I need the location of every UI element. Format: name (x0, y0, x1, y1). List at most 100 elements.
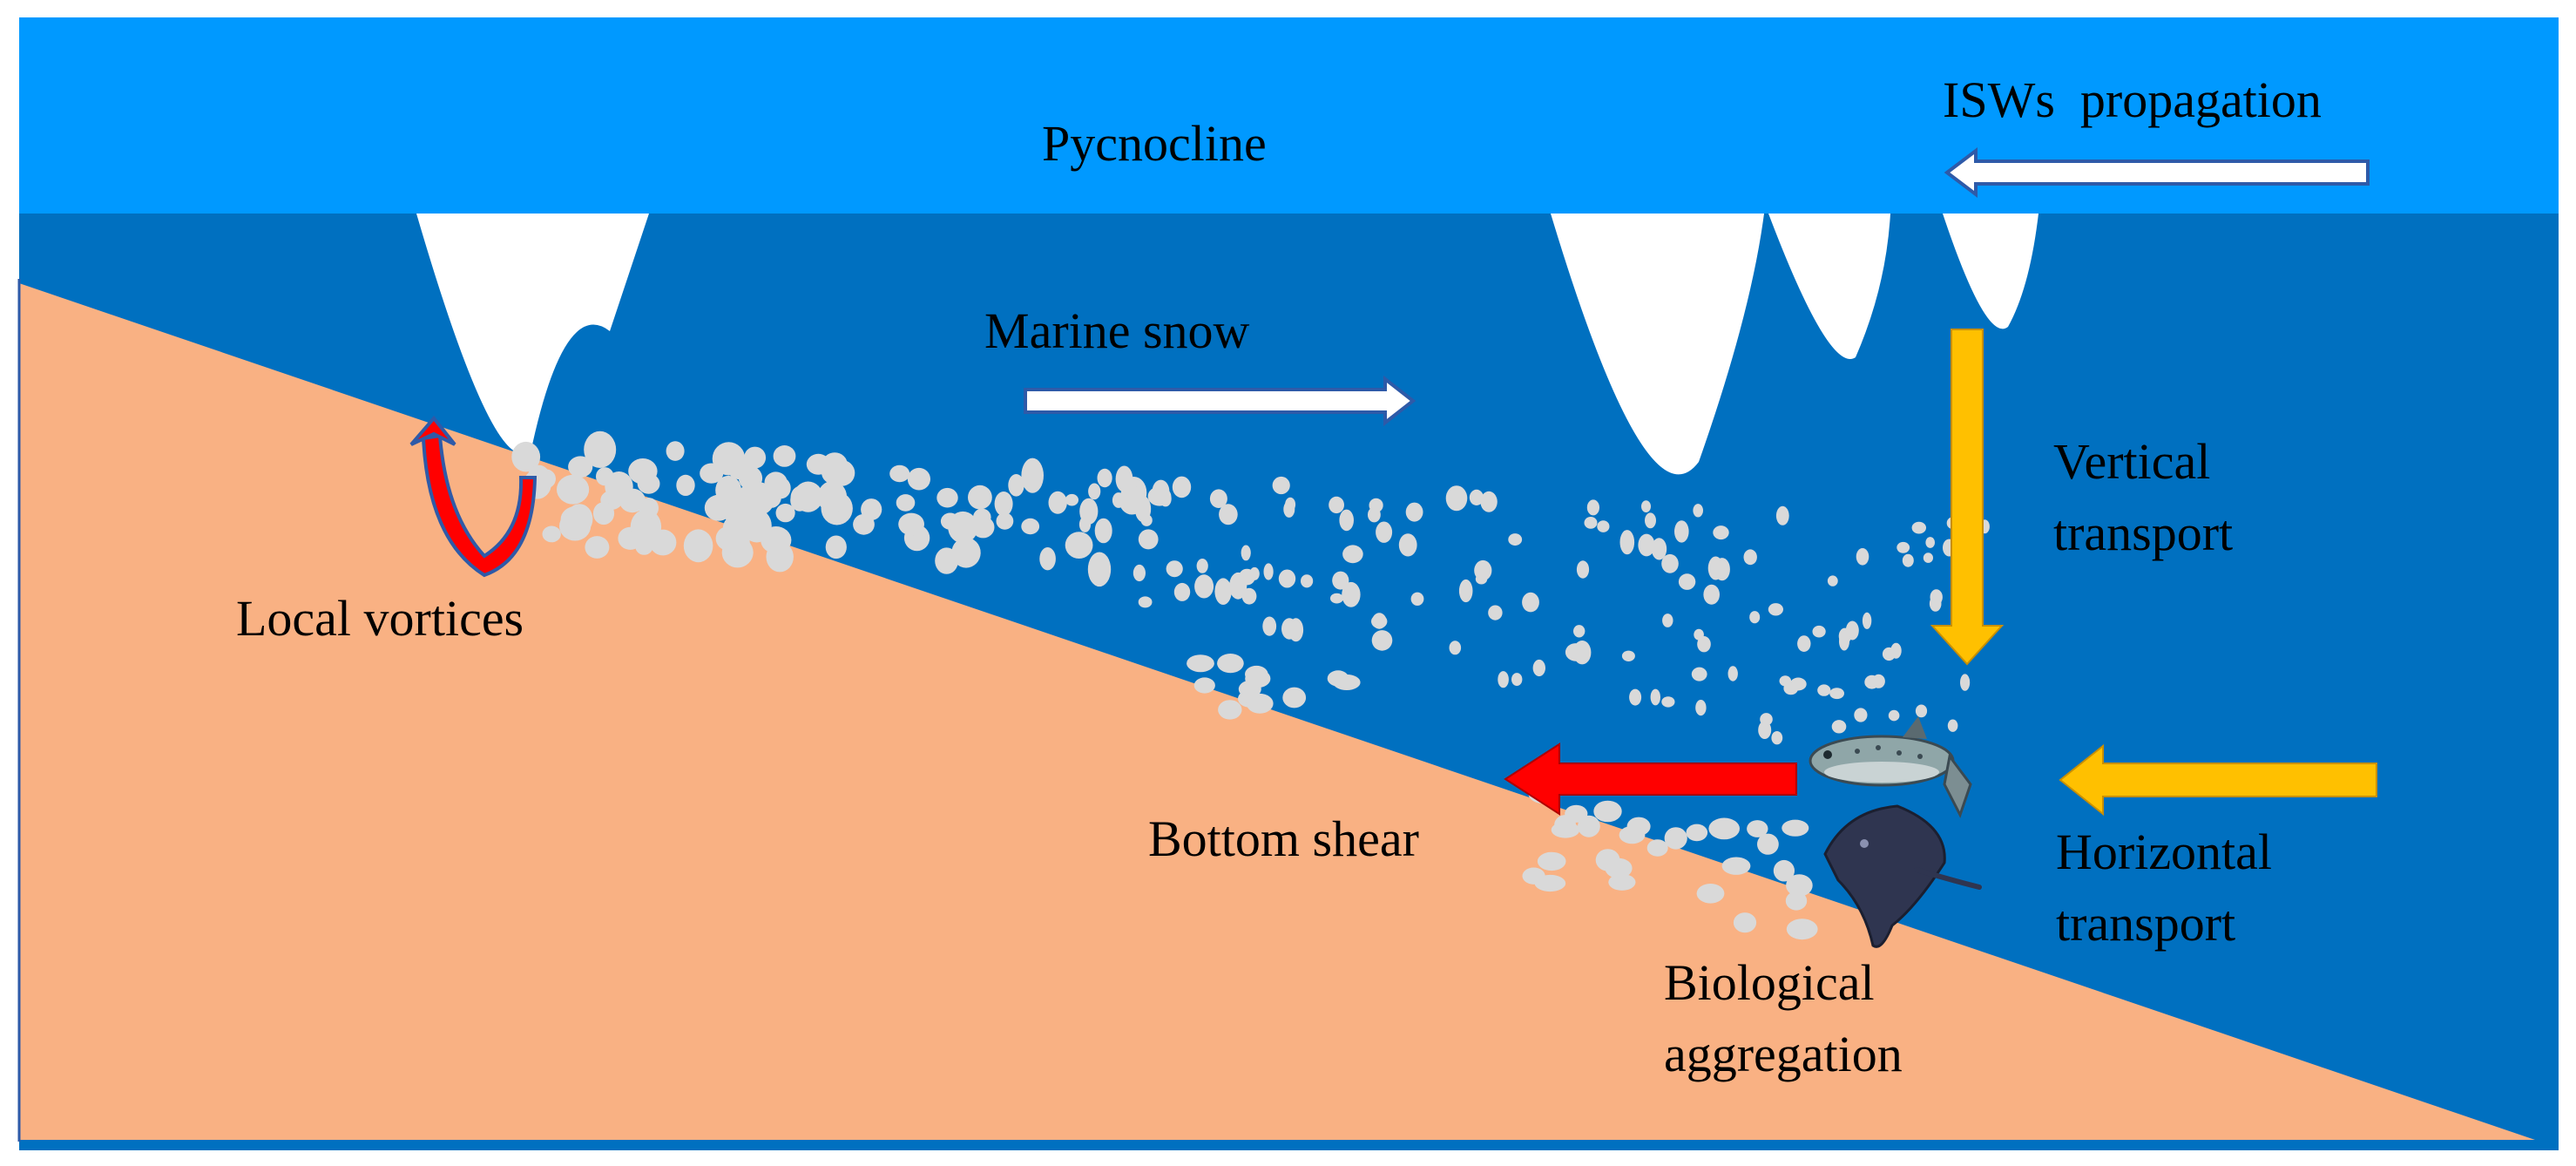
particle (1757, 833, 1779, 855)
particle (861, 498, 882, 521)
marine-snow-label: Marine snow (984, 302, 1250, 359)
particle (568, 456, 593, 478)
particle (971, 516, 995, 539)
particle (1713, 525, 1729, 540)
particle (1960, 674, 1971, 691)
particle (817, 481, 848, 513)
particle (948, 511, 978, 544)
particle (1760, 713, 1773, 726)
particle (1619, 825, 1646, 844)
particle (1743, 549, 1757, 566)
particle (1088, 483, 1101, 500)
particle (775, 503, 795, 523)
particle (764, 471, 788, 493)
particle (1597, 520, 1610, 532)
particle (1508, 533, 1523, 546)
particle (1708, 817, 1740, 840)
particle (666, 441, 685, 461)
particle (1138, 529, 1159, 550)
particle (1593, 800, 1622, 823)
vertical-transport-label-line2: transport (2053, 505, 2234, 561)
particle (1065, 493, 1078, 506)
particle (935, 547, 958, 574)
particle (557, 474, 590, 505)
isw-propagation-arrow (1944, 146, 2370, 199)
horizontal-transport-label-line2: transport (2056, 895, 2236, 952)
particle (1048, 491, 1067, 514)
particle (1193, 677, 1215, 694)
particle (700, 463, 724, 484)
particle (720, 495, 753, 524)
particle (1196, 559, 1208, 573)
particle (1771, 731, 1783, 745)
particle (1214, 578, 1232, 605)
particle (889, 464, 910, 483)
particle (1693, 504, 1703, 518)
particle (1339, 509, 1354, 532)
sloping-seabed (19, 283, 2535, 1140)
particle (1605, 858, 1633, 878)
particle (1923, 552, 1933, 563)
particle (1925, 537, 1935, 548)
particle (1458, 579, 1473, 603)
particle (825, 535, 847, 559)
particle (596, 467, 614, 486)
particle (1281, 618, 1298, 640)
particle (1474, 559, 1492, 581)
particle (649, 529, 677, 556)
particle (1854, 708, 1868, 722)
particle (1498, 671, 1509, 688)
particle (1330, 593, 1343, 604)
particle (1301, 574, 1314, 588)
particle (1209, 489, 1227, 508)
particle (1686, 824, 1708, 842)
particle (511, 441, 541, 472)
particle (1551, 822, 1580, 838)
particle (1008, 474, 1024, 497)
particle (1902, 553, 1914, 567)
particle (585, 536, 610, 559)
particle (1219, 504, 1238, 525)
particle (1187, 654, 1214, 673)
particle (1119, 485, 1146, 515)
particle (1845, 620, 1859, 641)
particle (542, 525, 561, 543)
particle (1262, 616, 1277, 636)
particle (1697, 636, 1711, 653)
particle (1522, 592, 1539, 613)
particle (1021, 518, 1040, 535)
particle (1864, 675, 1880, 689)
particle (1576, 560, 1590, 579)
particle (1789, 677, 1807, 691)
particle (1332, 571, 1349, 590)
particle (821, 459, 850, 485)
pycnocline-label: Pycnocline (1042, 115, 1267, 172)
particle (1263, 563, 1274, 580)
marine-snow-arrow (1024, 375, 1416, 427)
particle (1405, 502, 1423, 522)
particle (1410, 592, 1424, 606)
particle (1747, 820, 1768, 837)
particle (1779, 675, 1792, 687)
biological-aggregation-label-line1: Biological (1664, 954, 1875, 1011)
particle (1371, 614, 1388, 629)
particle (1480, 491, 1498, 512)
particle (1786, 874, 1813, 897)
isw-propagation-label: ISWs propagation (1943, 71, 2322, 128)
particle (1786, 919, 1818, 940)
particle (766, 541, 794, 573)
stingray-icon (1823, 804, 1982, 948)
particle (1674, 520, 1689, 543)
particle (1532, 659, 1546, 677)
particle (1768, 603, 1783, 616)
vertical-transport-arrow (1930, 329, 2005, 666)
particle (1238, 680, 1261, 698)
particle (1758, 721, 1772, 739)
particle (1662, 614, 1673, 627)
particle (635, 538, 653, 555)
particle (1578, 815, 1600, 837)
particle (1929, 595, 1942, 612)
particle (1829, 688, 1845, 700)
particle (1831, 720, 1847, 734)
particle (1488, 605, 1503, 620)
